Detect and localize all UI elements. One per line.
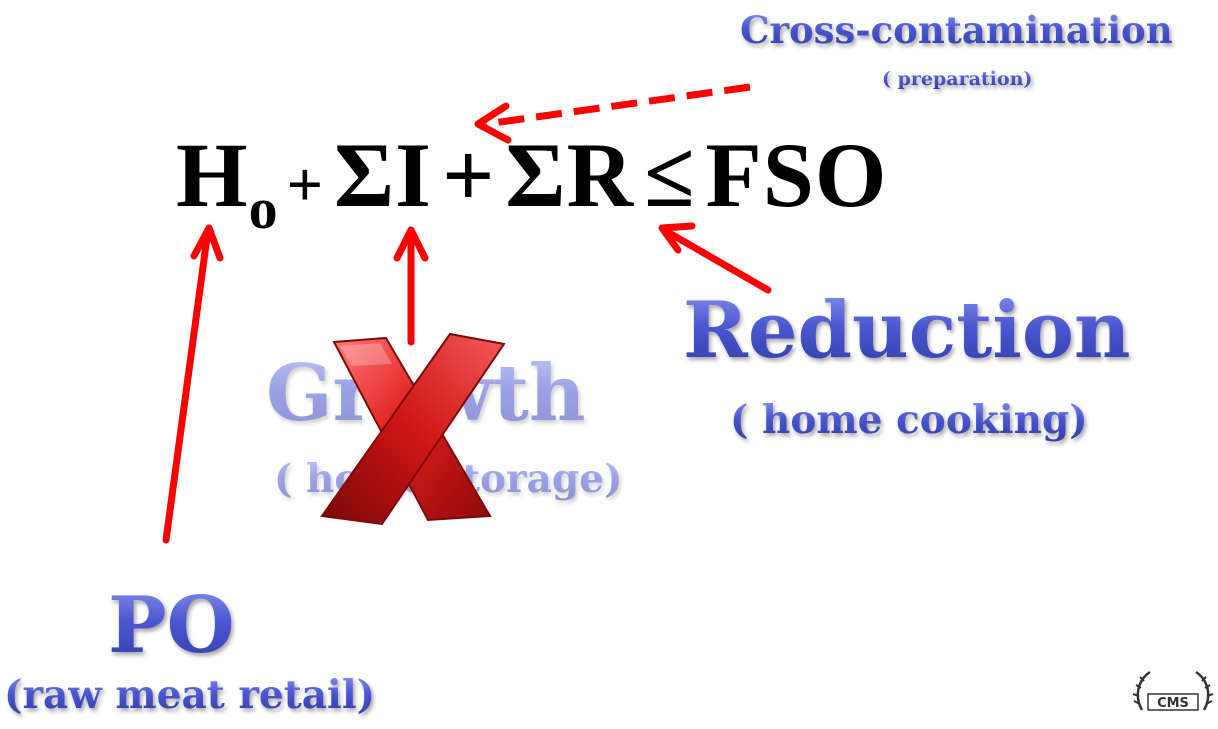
cross-contamination-label: Cross-contamination [740,8,1173,52]
sum-r-term: ΣR [505,124,635,226]
cross-contamination-sublabel: ( preparation) [882,68,1033,90]
reduction-arrow [660,226,772,294]
cross-contamination-arrowhead [474,102,512,144]
po-sublabel: (raw meat retail) [4,672,376,718]
po-arrowhead [190,224,224,262]
reduction-arrowhead [658,222,696,254]
cross-contamination-arrow [485,83,751,128]
plus-sign-2: + [441,124,496,226]
h-symbol: H [176,124,249,226]
reduction-label: Reduction [683,285,1131,376]
fso-term: FSO [705,124,888,226]
growth-arrowhead [393,226,429,262]
reduction-sublabel: ( home cooking) [730,397,1088,443]
h-subscript: o [248,176,279,242]
plus-sign: + [286,149,325,220]
sum-i-term: ΣI [334,124,432,226]
equation: Ho+ΣI+ΣR≤FSO [176,122,887,242]
cross-out-icon [320,332,506,526]
logo-text: CMS [1157,696,1189,711]
cms-logo: CMS [1132,670,1214,711]
leq-sign: ≤ [644,124,696,226]
po-label: PO [108,580,235,671]
po-arrow [162,226,212,544]
